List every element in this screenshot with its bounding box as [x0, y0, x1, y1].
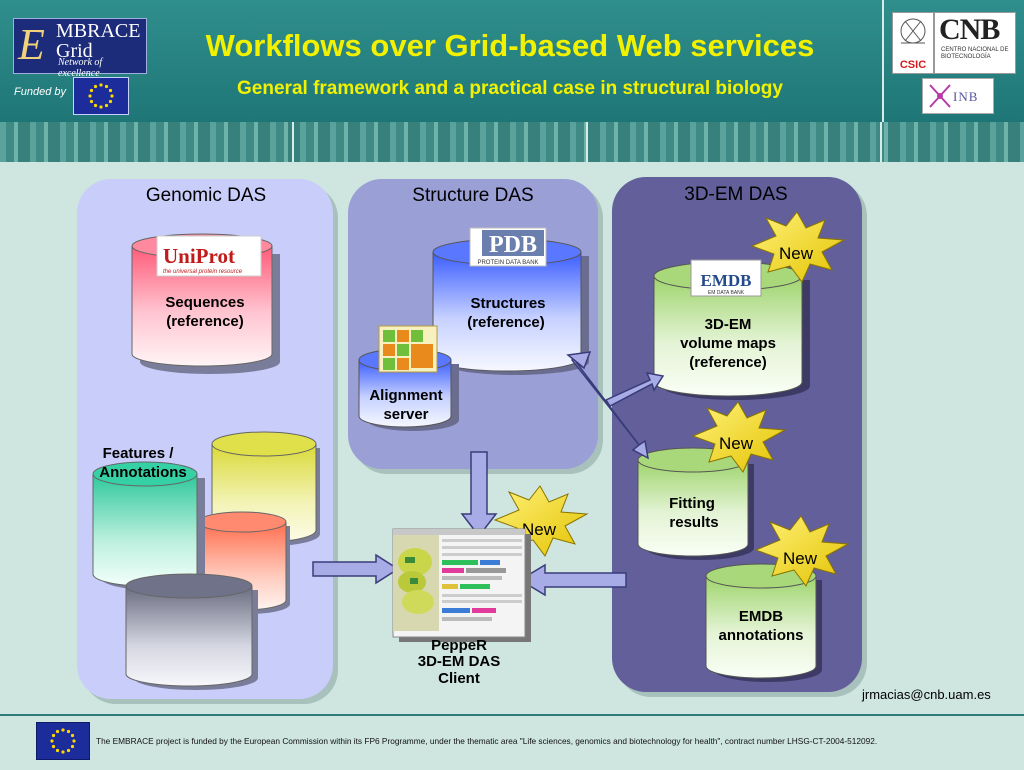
new-badge-annotations: New	[754, 515, 850, 587]
page-subtitle: General framework and a practical case i…	[237, 78, 783, 99]
hssp-logo-icon	[378, 325, 438, 373]
arrow-to-volume-maps	[604, 372, 665, 407]
pepper-client-screenshot	[392, 528, 531, 642]
emdb-annotations-label-line1: EMDB	[739, 608, 783, 625]
volume-maps-label-line1: 3D-EM	[705, 316, 752, 333]
funded-by-label: Funded by	[14, 86, 66, 98]
new-badge-label: New	[779, 244, 814, 263]
pdb-logo-subtitle: PROTEIN DATA BANK	[477, 260, 538, 266]
client-label-line1: PeppeR	[431, 637, 487, 654]
arrow-structures-fitting	[570, 352, 650, 460]
structures-label-line2: (reference)	[467, 314, 545, 331]
strip-separator	[586, 122, 588, 162]
arrow-genomic-to-client	[312, 553, 400, 585]
sequences-label-line1: Sequences	[165, 294, 244, 311]
footer	[0, 714, 1024, 770]
page-title: Workflows over Grid-based Web services	[205, 28, 815, 63]
inb-network-icon	[929, 84, 951, 108]
pdb-logo-text: PDB	[489, 232, 537, 258]
structures-label-line1: Structures	[470, 295, 545, 312]
emdb-logo-subtitle: EM DATA BANK	[708, 290, 745, 296]
uniprot-logo-text: UniProt	[163, 244, 235, 268]
features-label-line1: Features /	[103, 445, 175, 462]
inb-logo-text: INB	[953, 89, 979, 104]
embrace-logo-tagline: Network of excellence	[58, 57, 103, 79]
alignment-label-line1: Alignment	[369, 387, 442, 404]
eu-flag-icon	[36, 722, 90, 760]
em-das-title: 3D-EM DAS	[684, 184, 787, 205]
csic-emblem-icon	[900, 18, 926, 44]
emdb-annotations-label-line2: annotations	[719, 627, 804, 644]
emdb-annotations-database: EMDB annotations	[705, 563, 822, 682]
strip-separator	[880, 122, 882, 162]
csic-logo-text: CSIC	[899, 59, 927, 71]
fitting-label-line2: results	[669, 514, 718, 531]
client-label-line2: 3D-EM DAS	[418, 653, 501, 670]
strip-separator	[292, 122, 294, 162]
footer-funding-text: The EMBRACE project is funded by the Eur…	[96, 736, 878, 746]
cnb-logo-subtitle: CENTRO NACIONAL DE BIOTECNOLOGÍA	[941, 47, 1009, 60]
eu-stars-icon	[50, 728, 76, 754]
arrow-structure-to-client	[460, 451, 498, 538]
header-decorative-strip	[0, 122, 1024, 162]
new-badge-label: New	[719, 434, 754, 453]
workflow-arrows	[312, 351, 665, 597]
structure-das-title: Structure DAS	[412, 185, 533, 206]
csic-logo: CSIC	[892, 12, 934, 74]
eu-stars-icon	[88, 83, 114, 109]
inb-logo: INB	[922, 78, 994, 114]
features-annotations-databases: Features / Annotations	[92, 431, 320, 690]
embrace-logo-initial: E	[18, 20, 45, 69]
pdb-logo: PDB PROTEIN DATA BANK	[469, 227, 547, 267]
new-badge-volume-maps: New	[750, 211, 846, 283]
uniprot-logo-subtitle: the universal protein resource	[163, 269, 243, 275]
emdb-logo: EMDB EM DATA BANK	[690, 259, 762, 297]
sequences-label-line2: (reference)	[166, 313, 244, 330]
partner-logo-panel	[882, 0, 1024, 122]
contact-email[interactable]: jrmacias@cnb.uam.es	[862, 687, 991, 702]
genomic-das-title: Genomic DAS	[146, 185, 266, 206]
eu-flag-icon	[73, 77, 129, 115]
client-label-line3: Client	[438, 670, 480, 687]
fitting-label-line1: Fitting	[669, 495, 715, 512]
features-label-line2: Annotations	[99, 464, 187, 481]
alignment-label-line2: server	[383, 406, 428, 423]
workflow-diagram: Genomic DAS Structure DAS 3D-EM DAS Sequ…	[77, 177, 867, 704]
new-badge-label: New	[783, 549, 818, 568]
volume-maps-label-line2: volume maps	[680, 335, 776, 352]
uniprot-logo: UniProt the universal protein resource	[156, 235, 262, 277]
volume-maps-label-line3: (reference)	[689, 354, 767, 371]
arrow-head-structures	[566, 351, 592, 370]
emdb-logo-text: EMDB	[701, 271, 752, 290]
cnb-logo: CNB CENTRO NACIONAL DE BIOTECNOLOGÍA	[934, 12, 1016, 74]
new-badge-fitting: New	[691, 401, 787, 473]
arrow-em-to-client	[518, 563, 627, 597]
cnb-logo-text: CNB	[939, 13, 1000, 46]
fitting-results-database: Fitting results	[637, 447, 754, 560]
